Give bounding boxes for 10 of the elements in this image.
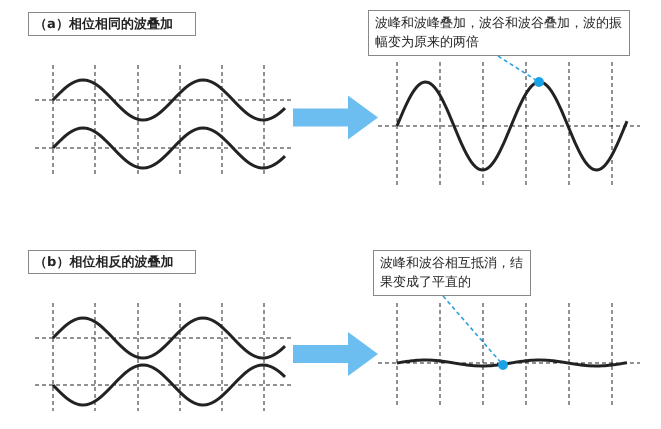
- block-arrow: [293, 332, 378, 376]
- leader-line: [498, 55, 536, 80]
- callout-box: 波峰和波谷相互抵消，结果变成了平直的: [373, 250, 531, 296]
- block-arrow: [293, 96, 378, 140]
- point-marker: [498, 360, 508, 370]
- section-label: （b）相位相反的波叠加: [28, 250, 196, 274]
- section-label: （a）相位相同的波叠加: [28, 12, 196, 36]
- leader-line: [442, 295, 500, 362]
- point-marker: [534, 77, 544, 87]
- callout-box: 波峰和波峰叠加，波谷和波谷叠加，波的振幅变为原来的两倍: [368, 10, 630, 56]
